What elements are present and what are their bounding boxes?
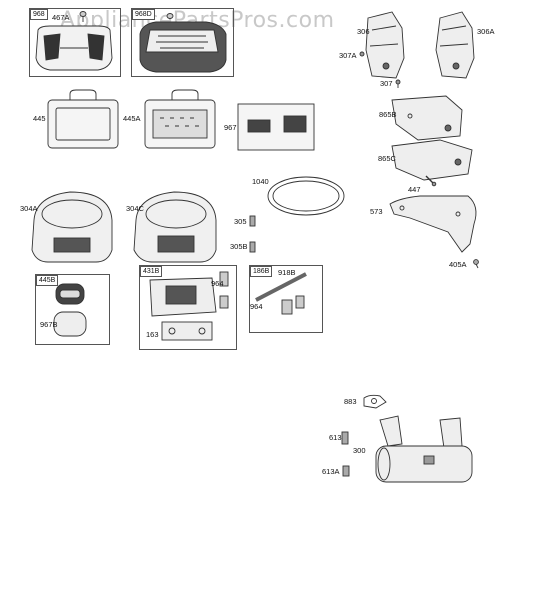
group-box-431b (139, 265, 237, 350)
part-number-445a: 445A (123, 114, 141, 123)
air-cleaner-cover-968 (35, 25, 113, 71)
screw-447 (425, 175, 437, 187)
part-number-304a: 304A (20, 204, 38, 213)
shield-306a (435, 11, 475, 79)
part-number-306: 306 (357, 27, 370, 36)
air-filter-445 (47, 89, 119, 149)
screw-307 (395, 79, 401, 88)
part-number-964-breather: 964 (250, 302, 263, 311)
part-number-964-bracket: 964 (211, 279, 224, 288)
screw-467a (79, 11, 87, 22)
bolt-613 (341, 431, 349, 445)
gasket-1040 (267, 176, 345, 216)
part-number-305b: 305B (230, 242, 248, 251)
part-number-968: 968 (30, 9, 48, 20)
pre-cleaner-967b (53, 311, 87, 337)
part-number-865b: 865B (379, 110, 397, 119)
shield-306 (365, 11, 405, 79)
part-number-865c: 865C (378, 154, 396, 163)
group-box-186b (249, 265, 323, 333)
pre-cleaner-967 (237, 103, 315, 151)
gasket-883 (363, 394, 387, 409)
air-filter-445a (144, 89, 216, 149)
part-number-300: 300 (353, 446, 366, 455)
part-number-968d: 968D (132, 9, 155, 20)
breather-tube-186b (255, 272, 307, 315)
part-number-447: 447 (408, 185, 421, 194)
part-number-573: 573 (370, 207, 383, 216)
part-number-445: 445 (33, 114, 46, 123)
screw-405a (473, 259, 479, 269)
part-number-304c: 304C (126, 204, 144, 213)
screw-305b (249, 241, 256, 253)
part-number-307a: 307A (339, 51, 357, 60)
group-box-968d (131, 8, 234, 77)
part-number-883: 883 (344, 397, 357, 406)
air-cleaner-cover-968d (139, 13, 227, 73)
filter-445b (55, 283, 85, 305)
shield-865b (391, 95, 463, 141)
part-number-307: 307 (380, 79, 393, 88)
part-number-445b: 445B (36, 275, 59, 286)
part-number-305: 305 (234, 217, 247, 226)
baffle-573 (389, 195, 477, 253)
part-number-405a: 405A (449, 260, 467, 269)
fitting-964a (219, 271, 229, 309)
group-box-968 (29, 8, 121, 77)
part-number-967: 967 (224, 123, 237, 132)
part-number-431b: 431B (140, 266, 163, 277)
gasket-163 (161, 321, 213, 341)
screw-305 (249, 215, 256, 227)
air-cleaner-base-304a (31, 191, 113, 263)
part-number-467a: 467A (52, 13, 70, 22)
part-number-918b: 918B (278, 268, 296, 277)
group-box-445b (35, 274, 110, 345)
part-number-1040: 1040 (252, 177, 269, 186)
bracket-431b (149, 277, 217, 317)
screw-307a (359, 51, 365, 57)
part-number-163: 163 (146, 330, 159, 339)
muffler-300 (375, 415, 473, 483)
shield-865c (391, 139, 473, 181)
bolt-613a (342, 465, 350, 477)
part-number-306a: 306A (477, 27, 495, 36)
part-number-613a: 613A (322, 467, 340, 476)
air-cleaner-base-304c (133, 191, 217, 263)
part-number-613: 613 (329, 433, 342, 442)
part-number-186b: 186B (250, 266, 273, 277)
part-number-967b: 967B (40, 320, 58, 329)
